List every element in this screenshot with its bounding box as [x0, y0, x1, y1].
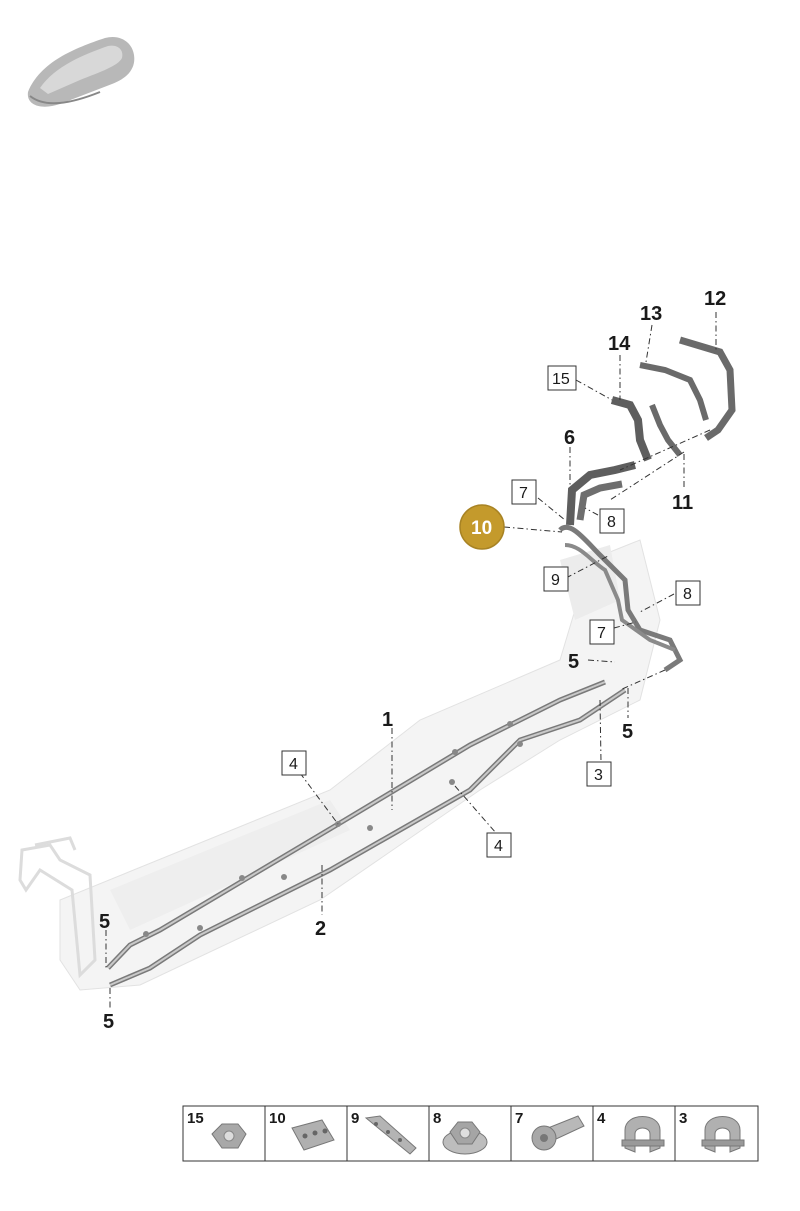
holder-strip-icon	[364, 1115, 417, 1155]
parts-cell-3[interactable]: 3	[679, 1110, 745, 1153]
pipe-line-9	[558, 525, 684, 673]
hose-14	[610, 396, 683, 462]
clip-markers	[143, 721, 523, 937]
parts-cell-10-label: 10	[269, 1110, 286, 1127]
callout-labels: 1 2 3 4 4 5 5 5 5 6 7 7 8 8 9 10 11 12 1…	[99, 288, 726, 1033]
callout-box-8b	[675, 580, 701, 606]
parts-cell-7[interactable]: 7	[515, 1110, 585, 1151]
callout-9: 9	[551, 572, 560, 589]
hose-13	[639, 362, 709, 421]
callout-7a: 7	[519, 485, 528, 502]
parts-cell-8-label: 8	[433, 1110, 441, 1127]
callout-box-4b	[486, 832, 512, 858]
pipe-clip-icon	[621, 1116, 665, 1153]
callout-5b: 5	[103, 1011, 114, 1033]
callout-5a: 5	[99, 911, 110, 933]
parts-cell-7-label: 7	[515, 1110, 523, 1127]
callout-box-4a	[281, 750, 307, 776]
callout-7b: 7	[597, 625, 606, 642]
callout-12: 12	[704, 288, 726, 310]
callout-15: 15	[552, 371, 570, 388]
callout-4a: 4	[289, 756, 298, 773]
torx-bolt-icon	[531, 1115, 585, 1151]
hose-12	[678, 336, 736, 441]
parts-cell-8[interactable]: 8	[433, 1110, 488, 1155]
callout-box-15	[547, 365, 577, 391]
callout-5c: 5	[568, 651, 579, 673]
leader-lines	[105, 312, 717, 1008]
callout-3: 3	[594, 767, 603, 784]
parts-cell-4-label: 4	[597, 1110, 606, 1127]
callout-box-8a	[599, 508, 625, 534]
callout-13: 13	[640, 303, 662, 325]
parts-cell-3-label: 3	[679, 1110, 687, 1127]
callout-4b: 4	[494, 838, 503, 855]
callout-box-7a	[511, 479, 537, 505]
hex-nut-icon	[211, 1123, 247, 1149]
parts-cell-4[interactable]: 4	[597, 1110, 665, 1153]
hose-6	[566, 461, 636, 526]
flange-nut-icon	[442, 1121, 488, 1155]
parts-cell-15-label: 15	[187, 1110, 204, 1127]
callout-14: 14	[608, 333, 631, 355]
pipe-line-2	[109, 687, 627, 988]
callout-8a: 8	[607, 514, 616, 531]
callout-1: 1	[382, 709, 393, 731]
callout-2: 2	[315, 918, 326, 940]
callout-11: 11	[672, 492, 693, 514]
car-silhouette-icon	[27, 36, 135, 107]
callout-10: 10	[471, 518, 492, 539]
callout-5d: 5	[622, 721, 633, 743]
parts-cell-10[interactable]: 10	[269, 1110, 335, 1151]
highlight-callout-10[interactable]	[459, 504, 505, 550]
callout-box-3	[586, 761, 612, 787]
parts-cell-9-label: 9	[351, 1110, 359, 1127]
callout-box-9	[543, 566, 569, 592]
body-ghost	[18, 539, 661, 991]
callout-8b: 8	[683, 586, 692, 603]
callout-6: 6	[564, 427, 575, 449]
parts-table: 15 10 9 8	[182, 1105, 759, 1162]
pipe-clip-icon	[701, 1116, 745, 1153]
parts-cell-9[interactable]: 9	[351, 1110, 417, 1155]
parts-cell-15[interactable]: 15	[187, 1110, 247, 1149]
callout-box-7b	[589, 619, 615, 645]
bracket-plate-icon	[291, 1119, 335, 1151]
